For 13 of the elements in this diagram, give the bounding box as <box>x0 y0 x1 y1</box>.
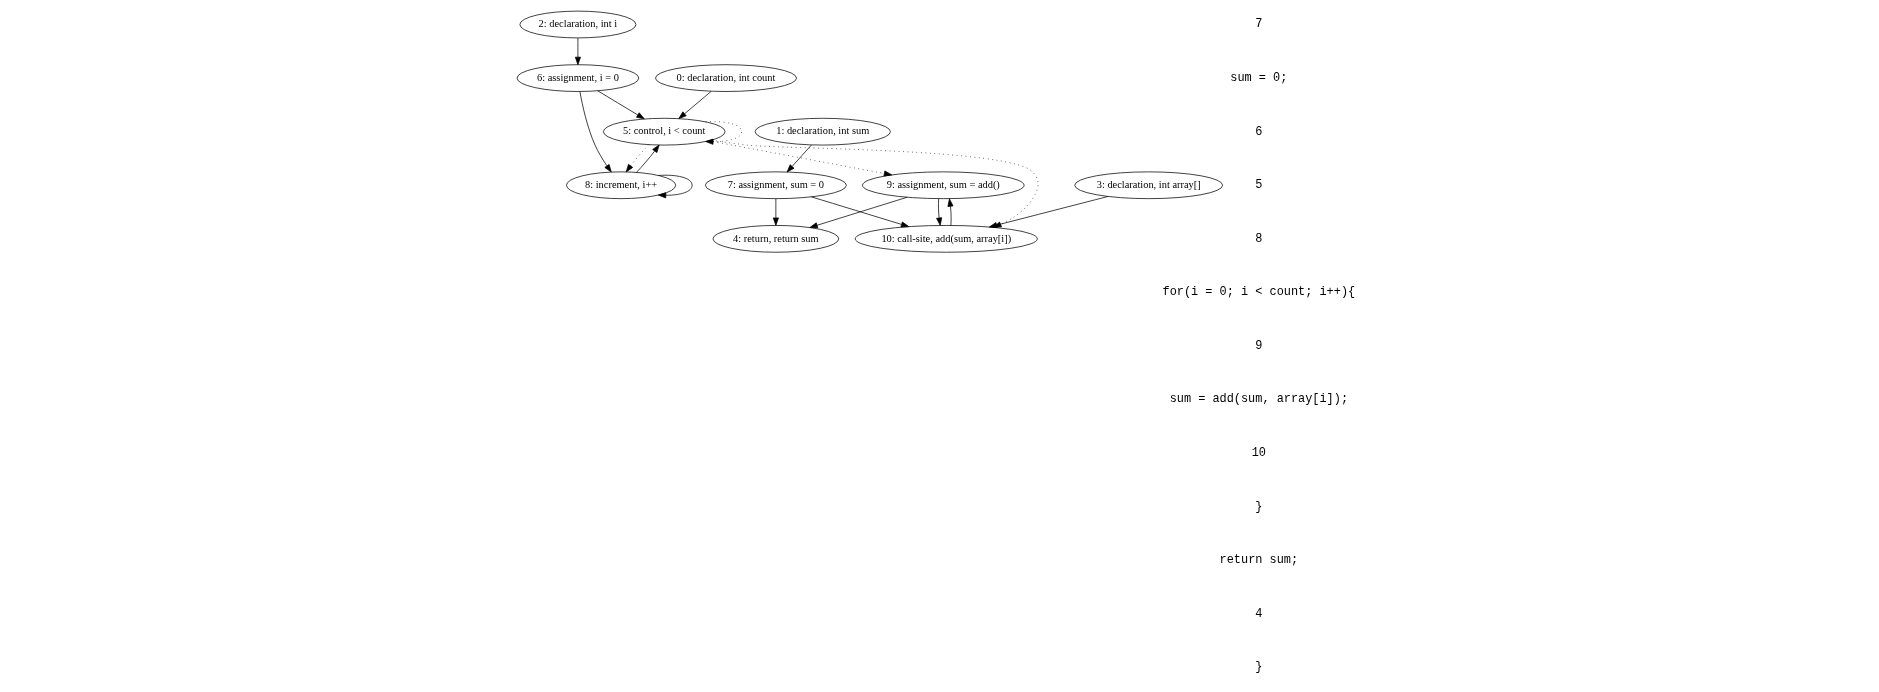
label: 8 <box>1254 231 1262 246</box>
label: 5 <box>1254 178 1262 193</box>
label: for(i = 0; i < count; i++){ <box>1162 285 1355 300</box>
label: sum = add(sum, array[i]); <box>1169 392 1348 407</box>
label: return sum; <box>1219 553 1298 568</box>
label: 7 <box>1254 17 1262 32</box>
label: } <box>1254 660 1262 675</box>
label: 6 <box>1254 124 1262 139</box>
label: 4 <box>1254 606 1262 621</box>
label: } <box>1254 499 1262 514</box>
label: sum = 0; <box>1229 70 1287 85</box>
label: 9 <box>1254 338 1262 353</box>
label: 10 <box>1251 445 1266 460</box>
